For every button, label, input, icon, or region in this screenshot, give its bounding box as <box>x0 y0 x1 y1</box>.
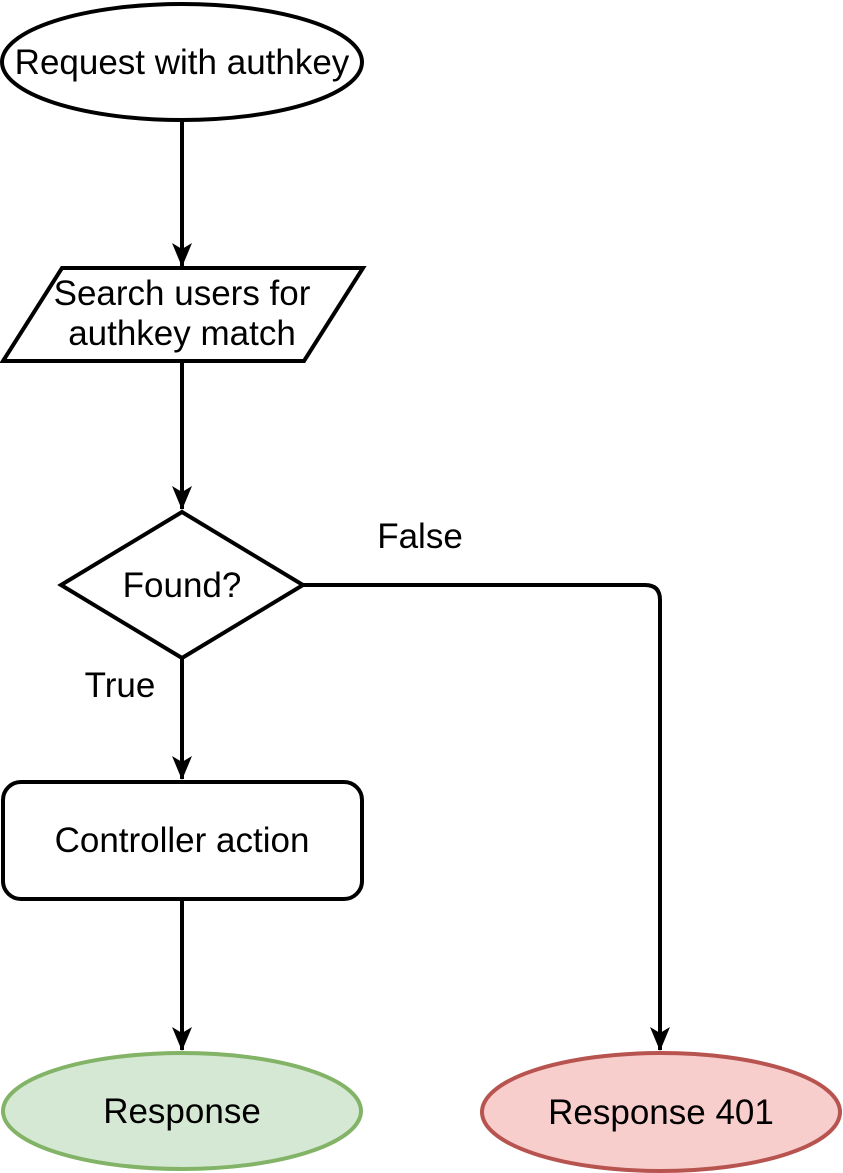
node-response401-ellipse <box>480 1051 842 1173</box>
node-search-label-line1: Search users for <box>54 274 311 313</box>
node-search-parallelogram <box>0 266 367 363</box>
edge-label-false: False <box>377 517 463 556</box>
node-start-label: Request with authkey <box>15 43 350 82</box>
node-found-diamond <box>57 509 307 661</box>
node-start-ellipse <box>0 2 364 122</box>
node-response401-label: Response 401 <box>548 1093 774 1132</box>
edge-found-to-response401 <box>303 583 670 1051</box>
node-response-label: Response <box>103 1092 261 1131</box>
node-response-ellipse <box>1 1051 363 1171</box>
node-controller-label: Controller action <box>55 821 310 860</box>
edge-label-true: True <box>85 666 156 705</box>
node-controller-rect <box>1 780 364 901</box>
node-found-label: Found? <box>123 566 242 605</box>
node-search-label-line2: authkey match <box>68 314 296 353</box>
